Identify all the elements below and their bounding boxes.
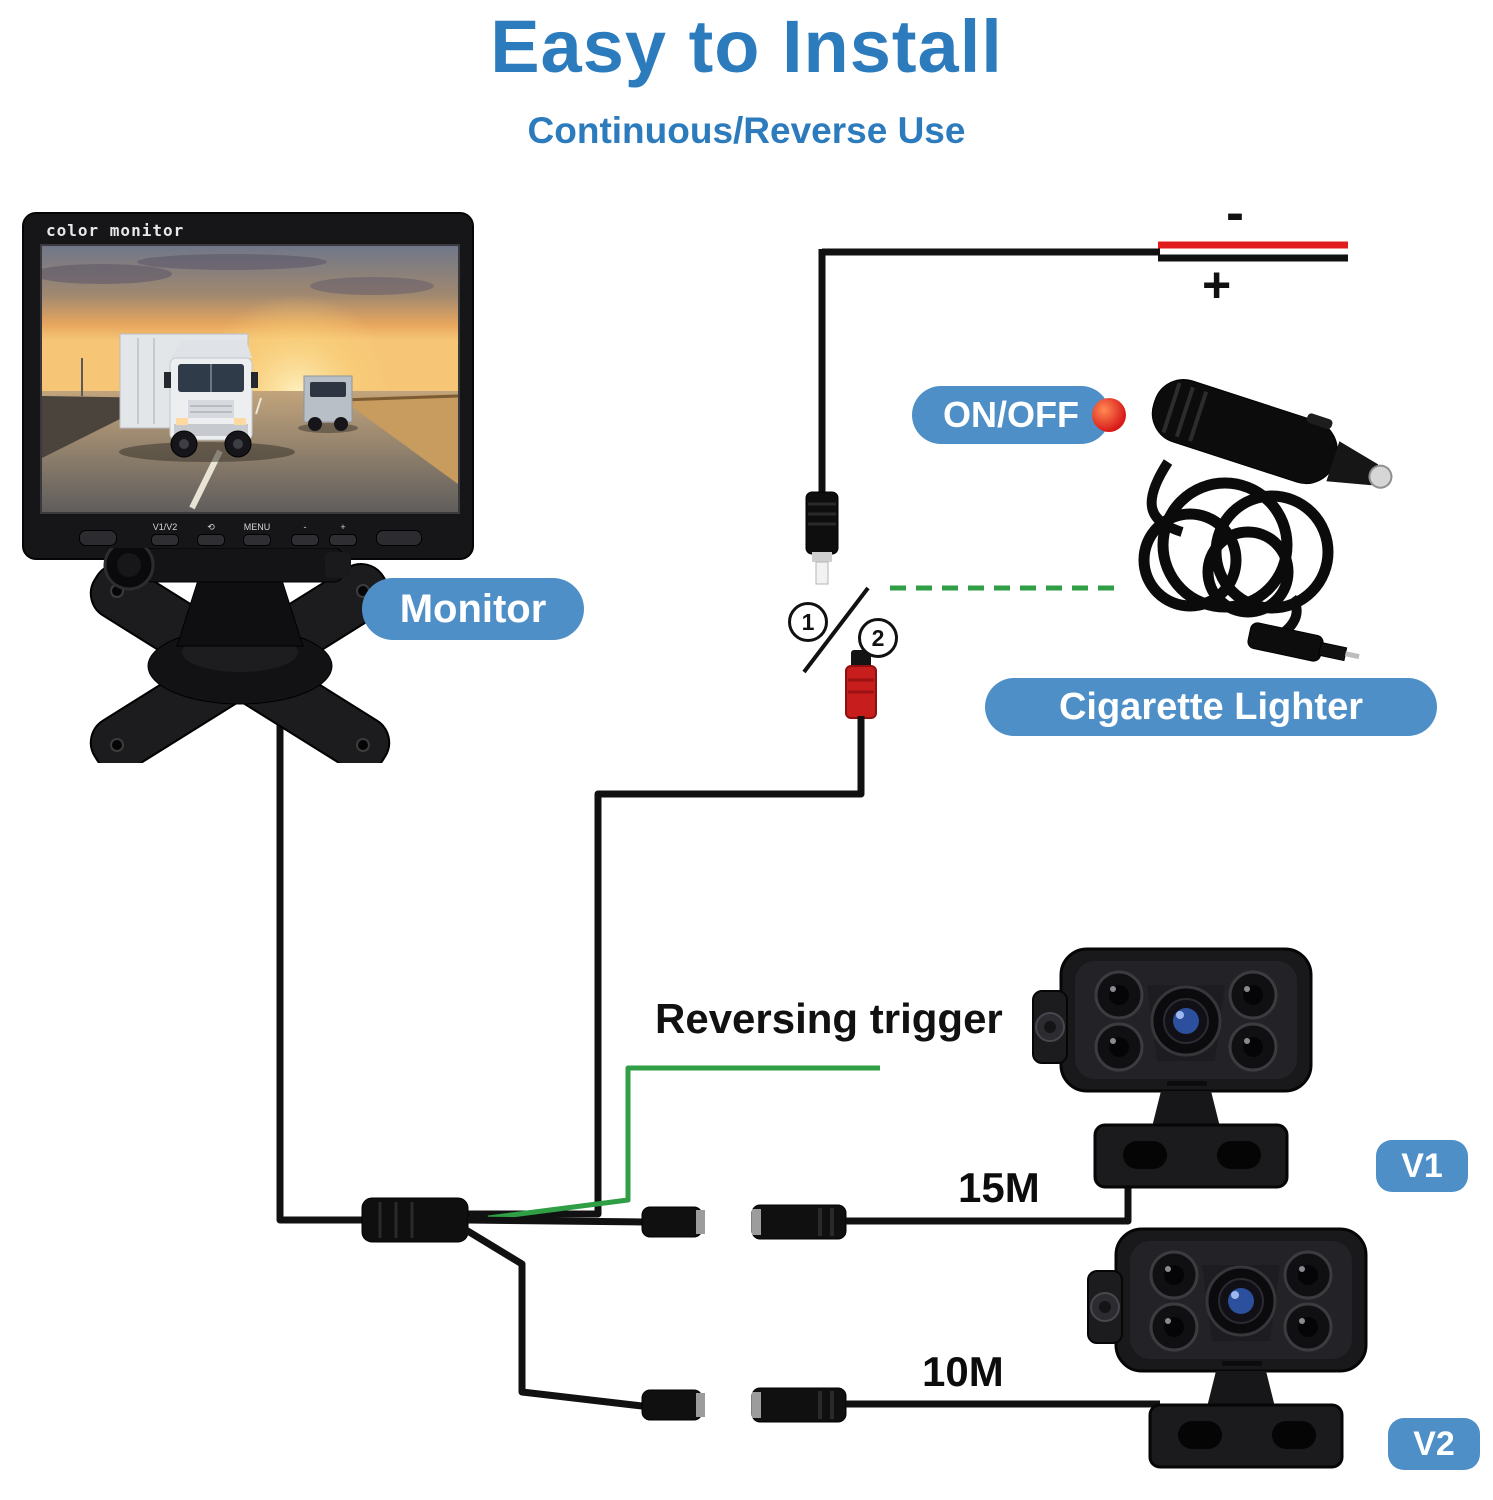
- camera-lens: [1205, 1265, 1277, 1337]
- cord-coil: [1138, 508, 1242, 612]
- camera-bracket: [1148, 1403, 1344, 1469]
- button-label: MENU: [243, 522, 271, 532]
- monitor-button-menu: MENU: [234, 522, 280, 546]
- bridge-wall: [340, 394, 458, 484]
- button-label: +: [340, 522, 346, 532]
- cable-length-10m: 10M: [922, 1348, 1004, 1395]
- monitor-stand: [89, 548, 391, 763]
- camera-bracket: [1093, 1123, 1289, 1189]
- monitor-ir-window: [376, 530, 422, 546]
- monitor-device: color monitor: [22, 212, 474, 560]
- power-to-splitter-wire: [468, 716, 865, 1218]
- connector-pair-v2: [641, 1387, 847, 1423]
- power-button-icon: [1092, 398, 1126, 432]
- monitor-button-v1v2: V1/V2: [142, 522, 188, 546]
- page-title: Easy to Install: [490, 5, 1003, 88]
- camera-v1: [1032, 947, 1313, 1189]
- stand-hinge: [142, 548, 344, 583]
- camera-v1-label: V1: [1376, 1140, 1468, 1192]
- button-label: -: [303, 522, 307, 532]
- branch-wire-v2: [464, 1227, 643, 1410]
- lighter-cord: [1146, 459, 1184, 537]
- reversing-trigger-label: Reversing trigger: [655, 995, 1003, 1042]
- cigarette-lighter-plug-icon: [1151, 379, 1393, 489]
- positive-symbol: +: [1202, 257, 1232, 313]
- branch-wire-v1: [467, 1216, 643, 1226]
- monitor-brand-text: color monitor: [46, 221, 185, 240]
- lane-line: [255, 397, 262, 415]
- connector-pair-v1: [641, 1204, 847, 1240]
- on-off-label: ON/OFF: [912, 386, 1110, 444]
- negative-symbol: -: [1226, 183, 1244, 243]
- cord-coil: [1202, 526, 1294, 618]
- camera-v2: [1087, 1227, 1368, 1469]
- truck-small: [298, 375, 358, 433]
- monitor-button-plus: +: [320, 522, 366, 546]
- camera-lens: [1150, 985, 1222, 1057]
- monitor-button-loop: ⟲: [188, 522, 234, 546]
- truck-large: [119, 333, 295, 462]
- dc-plug-icon: [805, 491, 839, 585]
- step-1-badge: 1: [788, 602, 828, 642]
- monitor-power-button: [79, 530, 117, 546]
- rca-connector-icon: [845, 650, 877, 719]
- monitor-screen: [40, 244, 460, 514]
- step-2-badge: 2: [858, 618, 898, 658]
- monitor-cable: [276, 700, 368, 1224]
- ir-leds: [1094, 970, 1278, 1072]
- loop-icon: ⟲: [207, 522, 215, 532]
- cigarette-lighter-label: Cigarette Lighter: [985, 678, 1437, 736]
- ir-leds: [1149, 1250, 1333, 1352]
- barrel-plug-icon: [1247, 622, 1360, 662]
- button-label: V1/V2: [152, 522, 178, 532]
- stand-neck: [176, 573, 304, 647]
- monitor-button-minus: -: [282, 522, 328, 546]
- option-slash: [802, 586, 870, 674]
- monitor-label: Monitor: [362, 578, 584, 640]
- page-subtitle: Continuous/Reverse Use: [527, 110, 966, 151]
- camera-v2-label: V2: [1388, 1418, 1480, 1470]
- cable-15m: [846, 1186, 1132, 1225]
- splitter-icon: [361, 1197, 469, 1243]
- reversing-trigger-wire: [487, 1065, 880, 1221]
- cable-length-15m: 15M: [958, 1164, 1040, 1211]
- mount-screw-holes: [110, 584, 370, 752]
